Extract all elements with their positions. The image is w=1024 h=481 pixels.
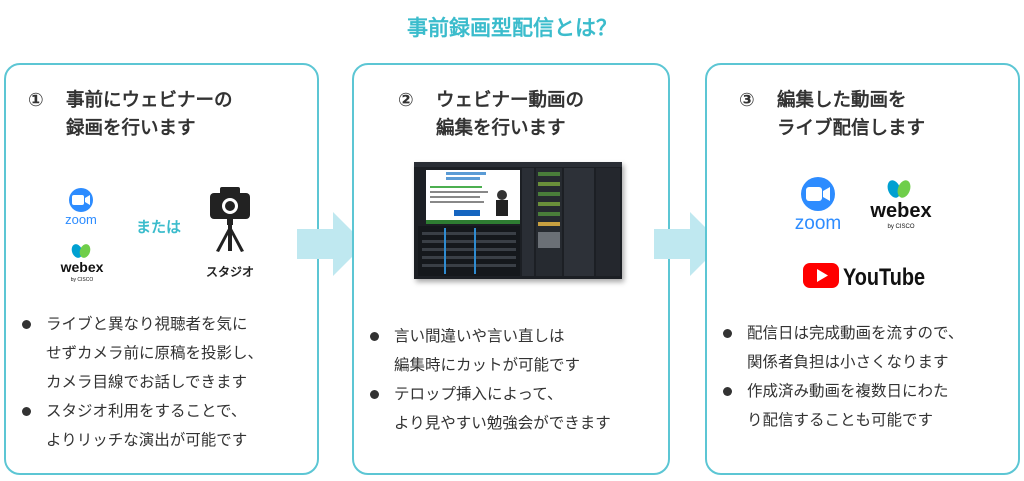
bullet-line: 関係者負担は小さくなります — [747, 353, 949, 371]
step-card-1: ① 事前にウェビナーの 録画を行います zoom webex by CISCO ま… — [4, 63, 319, 475]
step-1-number: ① — [28, 90, 44, 111]
bullet-item: 言い間違いや言い直しは 編集時にカットが可能です — [368, 322, 611, 380]
bullet-line: 配信日は完成動画を流すので、 — [747, 324, 964, 342]
webex-wordmark: webex — [60, 259, 104, 275]
bullet-item: ライブと異なり視聴者を気に せずカメラ前に原稿を投影し、 カメラ目線でお話しでき… — [20, 310, 263, 397]
bullet-line: ライブと異なり視聴者を気に — [46, 315, 248, 333]
step-2-number: ② — [398, 90, 414, 111]
step-3-heading: ③ 編集した動画を ライブ配信します — [739, 87, 925, 143]
youtube-wordmark: YouTube — [843, 264, 925, 291]
bullet-item: スタジオ利用をすることで、 よりリッチな演出が可能です — [20, 397, 263, 455]
arrow-right-icon — [297, 212, 367, 280]
zoom-wordmark: zoom — [795, 213, 841, 233]
studio-label: スタジオ — [206, 265, 255, 279]
page-title: 事前録画型配信とは？ — [407, 16, 617, 40]
bullet-line: 言い間違いや言い直しは — [394, 327, 565, 345]
bullet-item: 配信日は完成動画を流すので、 関係者負担は小さくなります — [721, 319, 963, 377]
webex-wordmark: webex — [869, 200, 931, 222]
bullet-item: 作成済み動画を複数日にわた り配信することも可能です — [721, 377, 963, 435]
zoom-logo: zoom — [785, 175, 851, 237]
webex-sub-wordmark: by CISCO — [887, 224, 914, 230]
bullet-line: せずカメラ前に原稿を投影し、 — [46, 344, 264, 362]
bullet-item: テロップ挿入によって、 より見やすい勉強会ができます — [368, 380, 611, 438]
step-card-3: ③ 編集した動画を ライブ配信します zoom webex by CISCO Yo… — [705, 63, 1020, 475]
step-1-bullets: ライブと異なり視聴者を気に せずカメラ前に原稿を投影し、 カメラ目線でお話しでき… — [20, 310, 263, 455]
bullet-line: り配信することも可能です — [747, 411, 934, 429]
step-1-heading: ① 事前にウェビナーの 録画を行います — [28, 87, 233, 143]
bullet-line: スタジオ利用をすることで、 — [46, 402, 247, 420]
bullet-line: テロップ挿入によって、 — [394, 385, 563, 403]
step-3-heading-line: ライブ配信します — [777, 118, 926, 139]
step-card-2: ② ウェビナー動画の 編集を行います — [352, 63, 670, 475]
step-2-bullets: 言い間違いや言い直しは 編集時にカットが可能です テロップ挿入によって、 より見… — [368, 322, 611, 438]
bullet-line: 作成済み動画を複数日にわた — [747, 382, 949, 400]
youtube-logo: YouTube — [801, 259, 931, 295]
webex-logo: webex by CISCO — [857, 179, 945, 239]
step-2-heading-line: 編集を行います — [436, 118, 566, 139]
step-1-heading-line: 事前にウェビナーの — [66, 90, 233, 111]
bullet-line: より見やすい勉強会ができます — [394, 414, 611, 432]
bullet-line: カメラ目線でお話しできます — [46, 373, 248, 391]
video-editor-screenshot — [414, 162, 622, 279]
step-2-heading-line: ウェビナー動画の — [436, 90, 585, 111]
step-3-number: ③ — [739, 90, 755, 111]
step-2-heading: ② ウェビナー動画の 編集を行います — [398, 87, 584, 143]
bullet-line: 編集時にカットが可能です — [394, 356, 581, 374]
camera-tripod-icon — [206, 183, 254, 257]
zoom-logo: zoom — [58, 187, 104, 231]
step-1-heading-line: 録画を行います — [66, 118, 196, 139]
or-label: または — [136, 218, 182, 236]
webex-sub-wordmark: by CISCO — [71, 277, 94, 283]
webex-logo: webex by CISCO — [52, 243, 112, 289]
zoom-wordmark: zoom — [65, 212, 97, 227]
step-3-heading-line: 編集した動画を — [777, 90, 907, 111]
bullet-line: よりリッチな演出が可能です — [46, 431, 248, 449]
step-3-bullets: 配信日は完成動画を流すので、 関係者負担は小さくなります 作成済み動画を複数日に… — [721, 319, 963, 435]
